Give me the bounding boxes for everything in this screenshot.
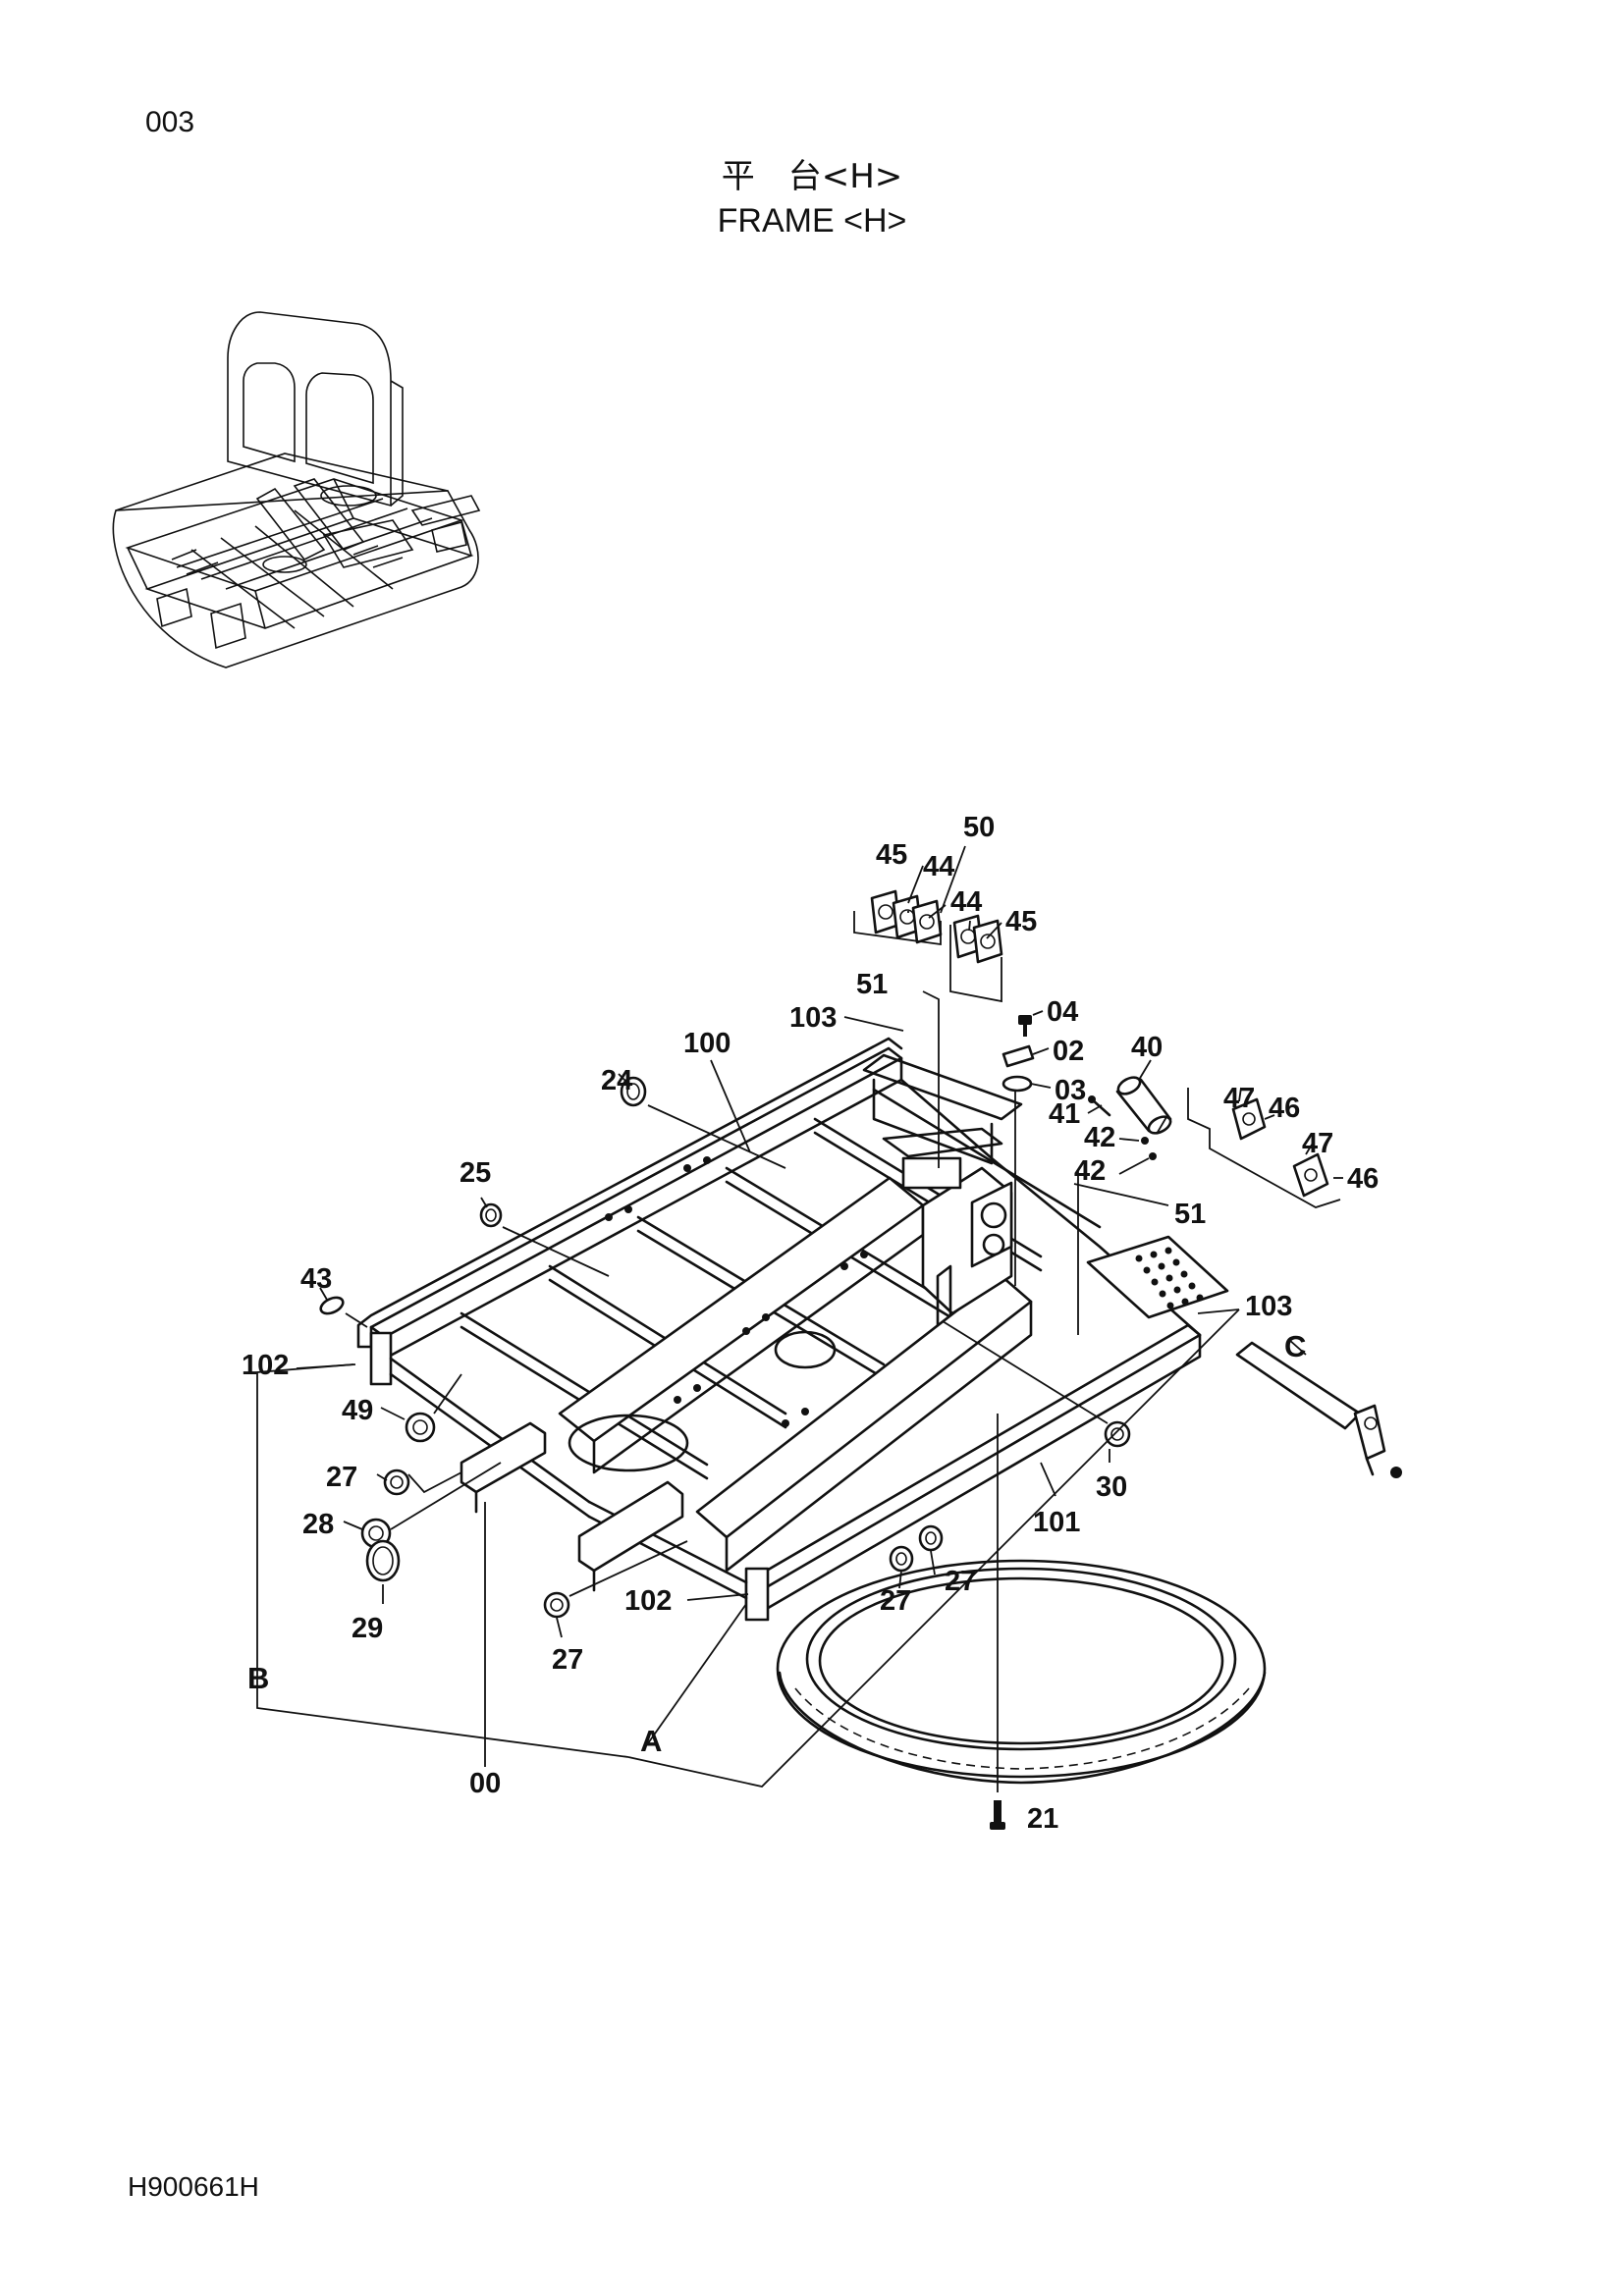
step-plate-holes	[1135, 1247, 1204, 1309]
part-label-101: 101	[1033, 1507, 1080, 1538]
part-label-45: 45	[1005, 906, 1037, 937]
part-label-04: 04	[1047, 996, 1078, 1028]
part-label-25: 25	[460, 1157, 491, 1189]
part-label-44: 44	[950, 886, 982, 918]
part-label-47: 47	[1302, 1128, 1333, 1159]
part-label-42: 42	[1074, 1155, 1106, 1187]
part-label-47: 47	[1223, 1083, 1255, 1114]
part-label-03: 03	[1055, 1075, 1086, 1106]
part-label-00: 00	[469, 1768, 501, 1799]
part-label-100: 100	[683, 1028, 731, 1059]
part-label-51: 51	[856, 969, 888, 1000]
part-label-49: 49	[342, 1395, 373, 1426]
part-label-43: 43	[300, 1263, 332, 1295]
part-label-102: 102	[624, 1585, 672, 1617]
part-label-28: 28	[302, 1509, 334, 1540]
part-label-42: 42	[1084, 1122, 1115, 1153]
reference-letter-a: A	[640, 1724, 662, 1758]
part-label-103: 103	[1245, 1291, 1292, 1322]
part-label-103: 103	[789, 1002, 837, 1034]
part-label-41: 41	[1049, 1098, 1080, 1130]
drawing-number: H900661H	[128, 2171, 259, 2202]
swing-bearing	[776, 1559, 1267, 1785]
leader-lines	[256, 845, 1343, 1792]
reference-letter-b: B	[247, 1661, 269, 1695]
reference-letter-c: C	[1284, 1329, 1306, 1363]
part-label-21: 21	[1027, 1803, 1058, 1835]
small-parts	[319, 889, 1402, 1830]
part-label-40: 40	[1131, 1032, 1163, 1063]
part-label-50: 50	[963, 812, 995, 843]
title-japanese: 平 台<H>	[721, 157, 903, 196]
part-label-27: 27	[880, 1585, 911, 1617]
part-label-02: 02	[1053, 1036, 1084, 1067]
part-labels: 50 45 44 44 45 51 103 04 02 03 40 41 42 …	[242, 812, 1379, 1835]
part-label-46: 46	[1269, 1093, 1300, 1124]
part-label-46: 46	[1347, 1163, 1379, 1195]
part-label-27: 27	[945, 1566, 976, 1597]
title-english: FRAME <H>	[717, 202, 907, 240]
part-label-27: 27	[552, 1644, 583, 1676]
part-label-51: 51	[1174, 1199, 1206, 1230]
part-label-24: 24	[601, 1065, 632, 1096]
part-label-45: 45	[876, 839, 907, 871]
part-label-102: 102	[242, 1350, 289, 1381]
part-label-44: 44	[923, 851, 954, 882]
page-number: 003	[145, 106, 195, 138]
part-label-30: 30	[1096, 1471, 1127, 1503]
main-frame-drawing	[356, 1037, 1267, 1785]
frame-bolt-holes	[605, 1156, 868, 1427]
part-label-29: 29	[352, 1613, 383, 1644]
part-label-27: 27	[326, 1462, 357, 1493]
machine-thumbnail	[112, 311, 481, 668]
